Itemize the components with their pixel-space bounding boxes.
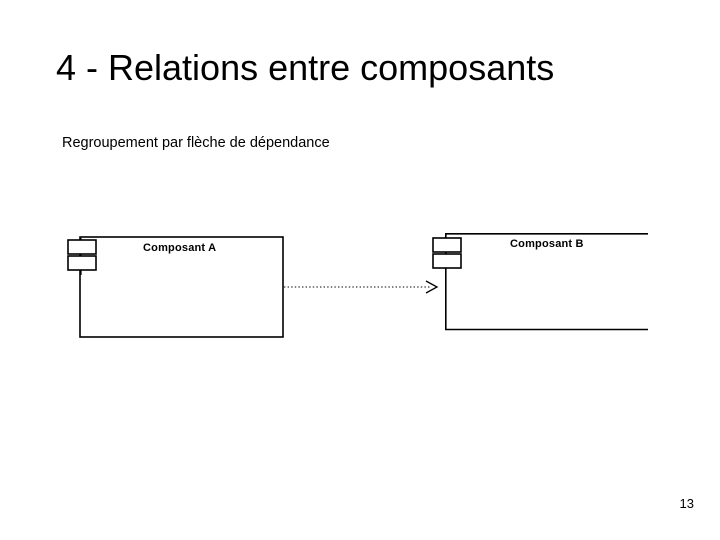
page-number: 13 xyxy=(679,496,694,511)
page-title: 4 - Relations entre composants xyxy=(56,47,555,88)
slide-subtitle: Regroupement par flèche de dépendance xyxy=(62,135,330,151)
component-label-composant-b: Composant B xyxy=(510,238,584,250)
component-composant-a[interactable] xyxy=(67,236,284,338)
component-label-composant-a: Composant A xyxy=(143,242,217,254)
component-tab-lower-a xyxy=(67,255,97,271)
component-tab-lower-b xyxy=(432,253,462,269)
component-tab-upper-a xyxy=(67,239,97,255)
component-body-a xyxy=(79,236,284,338)
dependency-arrow[interactable] xyxy=(284,280,439,294)
component-composant-b[interactable] xyxy=(432,233,648,331)
component-tab-upper-b xyxy=(432,237,462,253)
dependency-arrow-head xyxy=(425,280,439,294)
